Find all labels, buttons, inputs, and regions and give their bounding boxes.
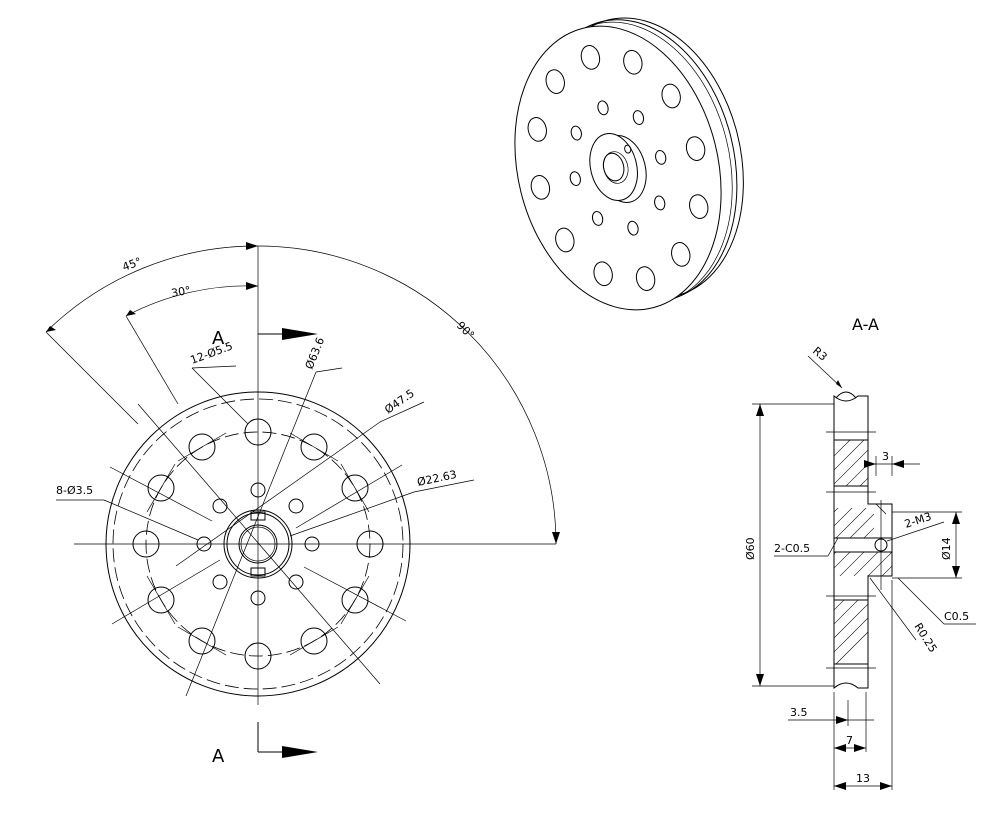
front-view: A A 45° 30° 90°: [45, 242, 560, 767]
svg-text:Ø63.6: Ø63.6: [303, 336, 327, 372]
svg-text:C0.5: C0.5: [944, 610, 969, 623]
svg-text:Ø60: Ø60: [744, 537, 757, 560]
svg-text:3: 3: [882, 450, 889, 463]
svg-text:A: A: [212, 328, 225, 349]
svg-text:8-Ø3.5: 8-Ø3.5: [56, 484, 93, 497]
iso-outer-holes: [527, 45, 709, 291]
svg-text:A-A: A-A: [852, 315, 879, 334]
svg-text:2-C0.5: 2-C0.5: [774, 542, 810, 555]
svg-text:2-M3: 2-M3: [903, 510, 933, 531]
iso-inner-holes: [569, 100, 667, 236]
svg-text:45°: 45°: [121, 255, 144, 274]
angle-dimensions: 45° 30° 90°: [45, 242, 560, 545]
svg-text:Ø47.5: Ø47.5: [382, 387, 417, 417]
svg-text:13: 13: [856, 772, 870, 785]
svg-text:30°: 30°: [170, 284, 191, 300]
svg-text:Ø22.63: Ø22.63: [416, 468, 458, 489]
outer-holes: [109, 418, 407, 670]
svg-text:7: 7: [846, 734, 853, 747]
svg-text:A: A: [212, 746, 225, 767]
svg-text:Ø14: Ø14: [940, 537, 953, 560]
inner-holes: [196, 482, 320, 606]
section-marker-top: A: [212, 328, 318, 349]
svg-text:3.5: 3.5: [790, 706, 808, 719]
section-marker-bottom: A: [212, 722, 318, 767]
iso-hub: [589, 133, 647, 203]
front-hub: [223, 509, 293, 579]
isometric-view: [514, 17, 744, 311]
svg-text:R0.25: R0.25: [911, 621, 939, 655]
section-view: A-A: [744, 315, 976, 790]
